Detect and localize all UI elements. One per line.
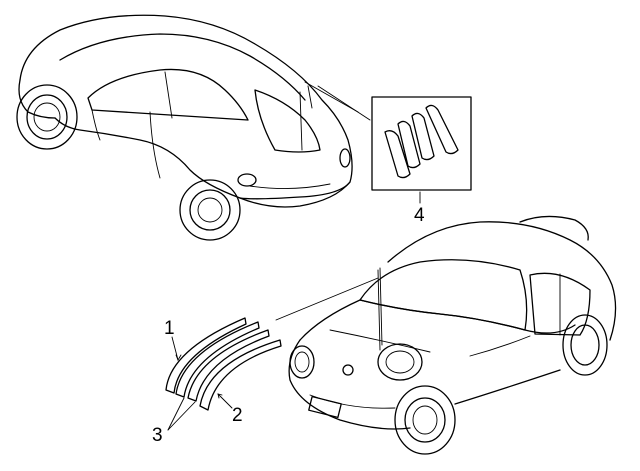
callout-2: 2 <box>232 405 243 426</box>
car-front-view <box>275 215 617 455</box>
callout-4: 4 <box>414 205 425 226</box>
part-4-box <box>371 96 472 204</box>
callout-3: 3 <box>152 425 163 446</box>
callout-1: 1 <box>164 318 175 339</box>
callout-leaders <box>167 336 233 431</box>
car-rear-view <box>16 14 371 241</box>
stripe-set <box>165 317 282 411</box>
